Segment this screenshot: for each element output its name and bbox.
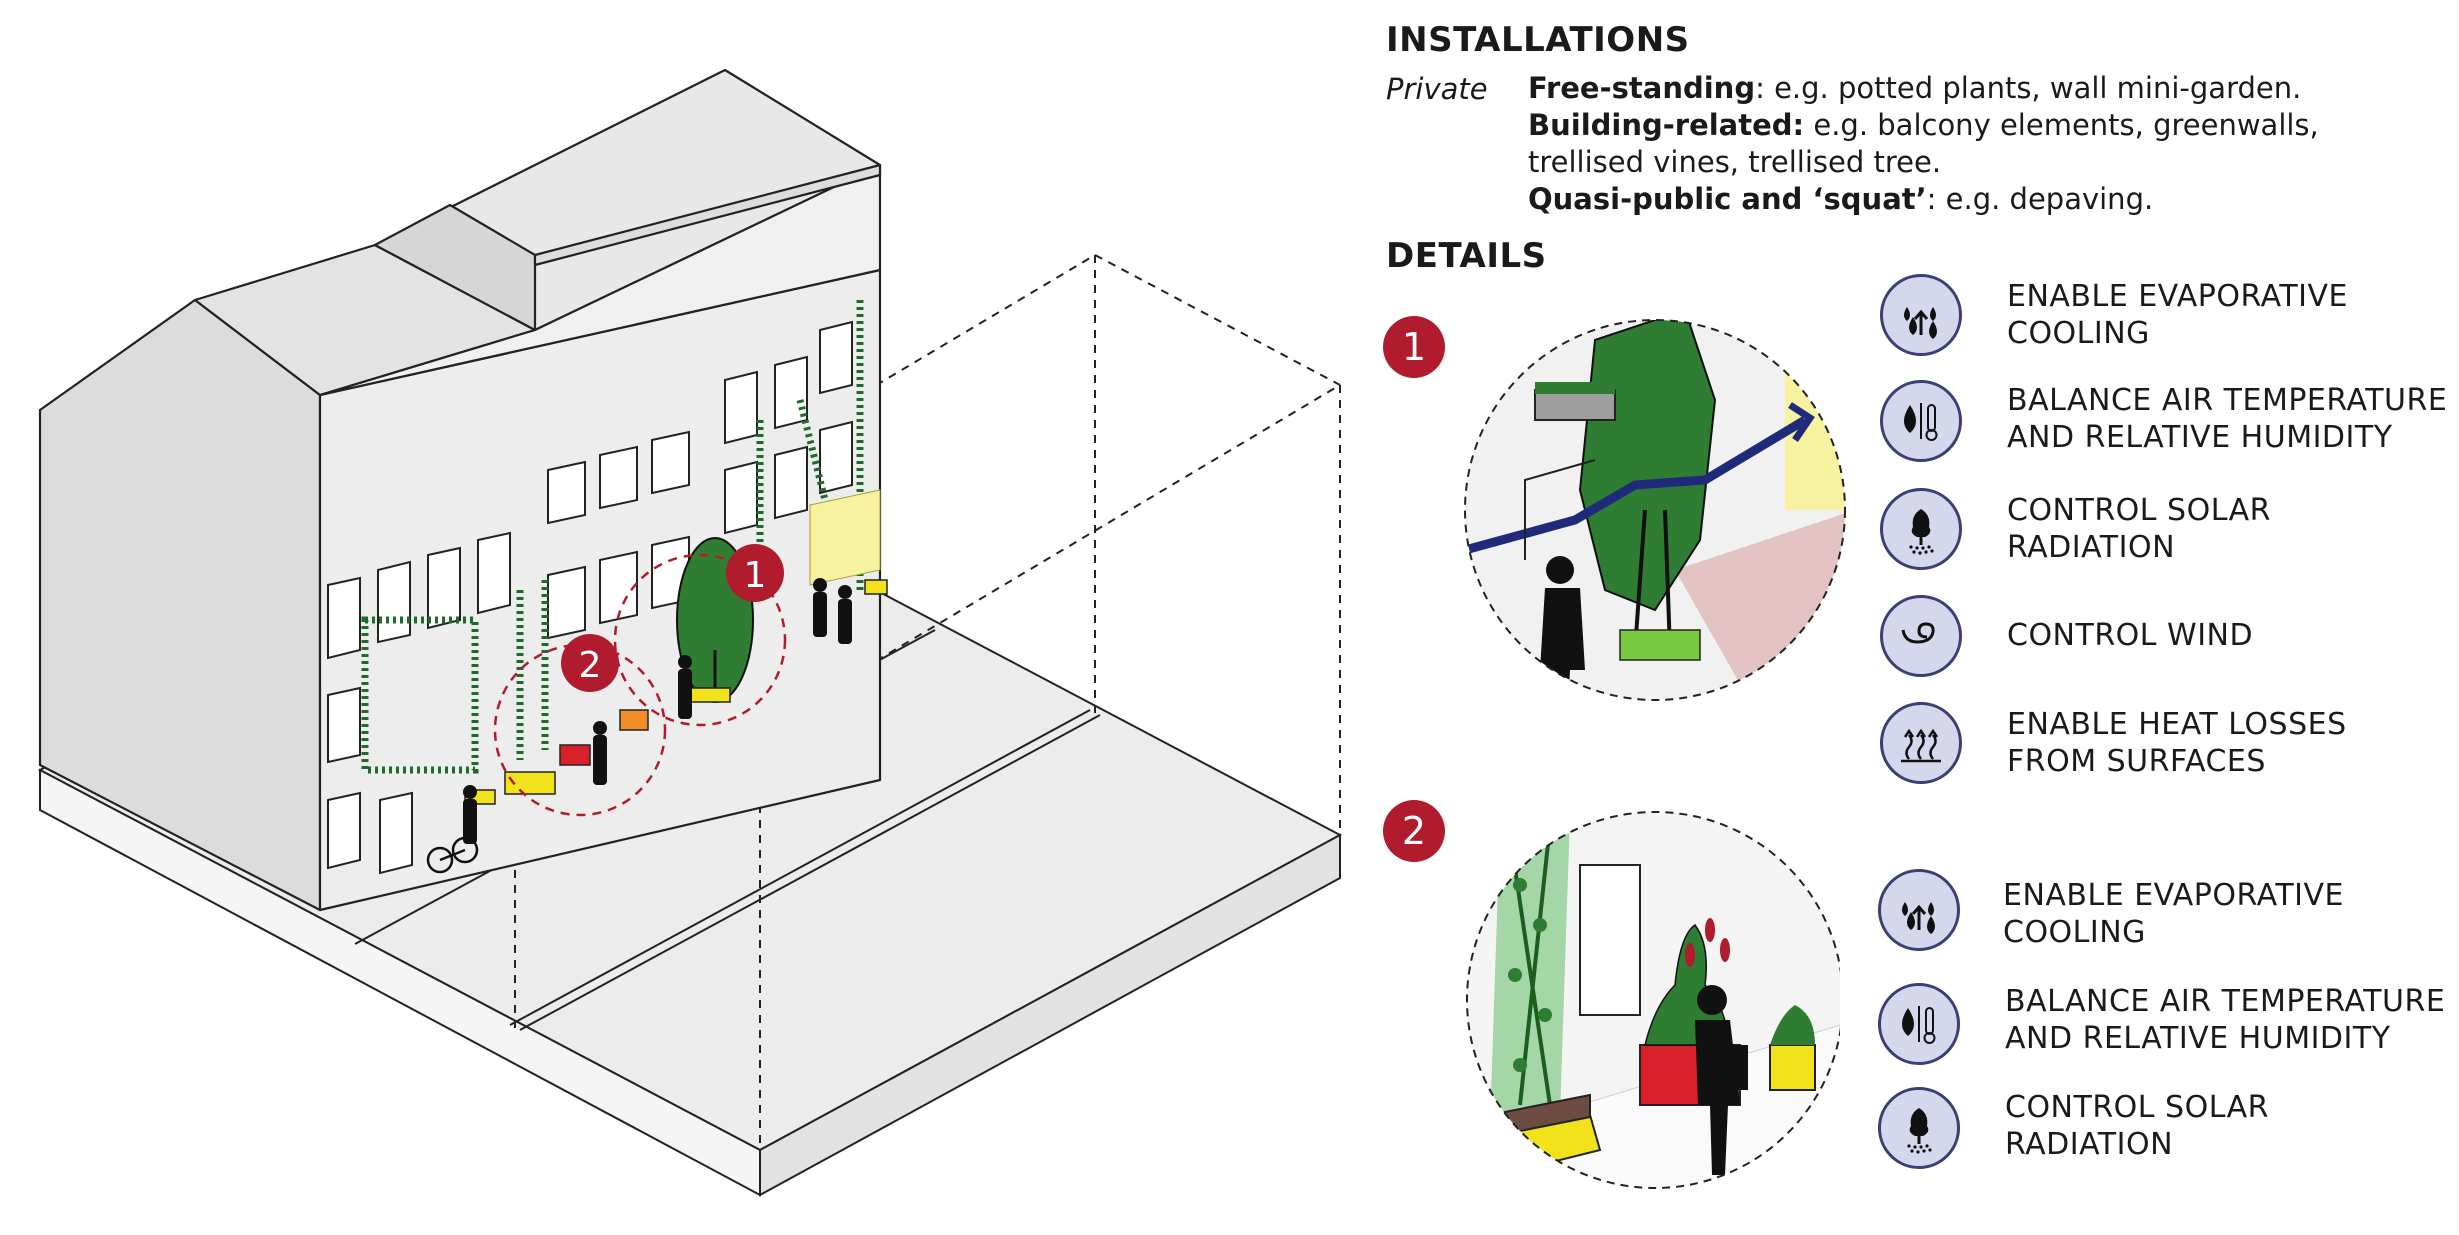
facade-greenery <box>361 300 864 774</box>
planters <box>464 579 888 805</box>
building <box>38 68 882 912</box>
street-marker-1-label: 1 <box>744 555 767 596</box>
installation-item: Building-related: e.g. balcony elements,… <box>1528 108 2319 142</box>
wind-icon <box>1880 595 1962 677</box>
solar-radiation-icon <box>1880 488 1962 570</box>
air-temperature-humidity-icon <box>1880 380 1962 462</box>
air-temperature-humidity-icon <box>1878 983 1960 1065</box>
effect-label: CONTROL WIND <box>2007 618 2254 653</box>
evaporative-cooling-icon <box>1880 274 1962 356</box>
street-marker-2-label: 2 <box>579 645 602 686</box>
focus-circles <box>493 553 787 817</box>
detail-2-vignette <box>1466 811 1840 1189</box>
installation-item: trellised vines, trellised tree. <box>1528 145 1942 179</box>
solar-radiation-icon <box>1878 1087 1960 1169</box>
street-axonometric: 1 2 <box>37 68 1343 1197</box>
detail-2-badge: 2 <box>1383 800 1445 862</box>
highlight-panel <box>809 489 881 586</box>
installations-list: Free-standing: e.g. potted plants, wall … <box>1528 70 2319 218</box>
detail-1-vignette <box>1464 319 1846 701</box>
detail-1-badge: 1 <box>1383 316 1445 378</box>
people-silhouettes <box>463 578 852 844</box>
bicycle-icon <box>426 836 479 874</box>
heat-loss-icon <box>1880 702 1962 784</box>
installations-heading: INSTALLATIONS <box>1386 20 1690 60</box>
detail-1-effect-4: CONTROL WIND <box>1880 595 2300 690</box>
evaporative-cooling-icon <box>1878 869 1960 951</box>
building-windows <box>327 320 853 875</box>
installation-item: Free-standing: e.g. potted plants, wall … <box>1528 71 2302 105</box>
installations-category: Private <box>1386 72 1488 106</box>
street-marker-2: 2 <box>561 634 619 692</box>
installation-item: Quasi-public and ‘squat’: e.g. depaving. <box>1528 182 2154 216</box>
street-marker-1: 1 <box>726 544 784 602</box>
details-heading: DETAILS <box>1386 236 1547 276</box>
